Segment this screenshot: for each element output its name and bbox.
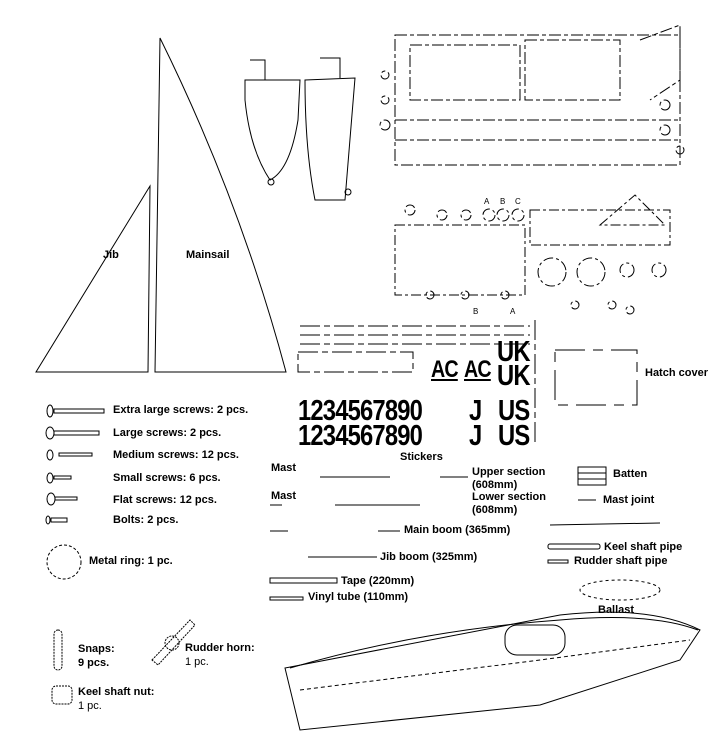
sticker-uk-1: UK [497, 336, 531, 368]
rudder-keel-parts [244, 57, 356, 201]
sticker-ac-1: AC [431, 356, 459, 383]
hatch-cover-shape [554, 349, 638, 406]
hatch-cover-label: Hatch cover [645, 367, 708, 379]
small-part-icons [51, 619, 196, 705]
sticker-us-2: US [498, 420, 530, 452]
sticker-ac-2: AC [464, 356, 492, 383]
bolts-label: Bolts: 2 pcs. [113, 514, 179, 526]
part-letter-b: B [500, 197, 506, 206]
keel-shaft-nut-count: 1 pc. [78, 700, 102, 712]
sticker-uk-2: UK [497, 360, 531, 392]
screw-flat-label: Flat screws: 12 pcs. [113, 494, 217, 506]
sticker-numbers-1: 1234567890 [298, 395, 423, 427]
screw-medium-label: Medium screws: 12 pcs. [113, 449, 239, 461]
stickers-label: Stickers [400, 451, 443, 463]
part-letter-c: C [515, 197, 521, 206]
batten-label: Batten [613, 468, 648, 480]
keel-shaft-nut-label: Keel shaft nut: [78, 686, 155, 698]
keel-shaft-pipe-label: Keel shaft pipe [604, 541, 683, 553]
mast-lower-label: Mast [271, 490, 297, 502]
mast-upper-length: (608mm) [472, 479, 518, 491]
parts-frame-top [379, 24, 685, 166]
mast-upper-section: Upper section [472, 466, 546, 478]
metal-ring-shape [46, 544, 82, 580]
mainsail-label: Mainsail [186, 249, 230, 261]
tape-label: Tape (220mm) [341, 575, 415, 587]
sticker-sheet [297, 320, 536, 445]
jib-sail [35, 184, 151, 373]
jib-boom-label: Jib boom (325mm) [380, 551, 478, 563]
snaps-count: 9 pcs. [78, 657, 110, 669]
rudder-shaft-pipe-label: Rudder shaft pipe [574, 555, 668, 567]
screw-small-label: Small screws: 6 pcs. [113, 472, 221, 484]
snaps-label: Snaps: [78, 643, 115, 655]
metal-ring-label: Metal ring: 1 pc. [89, 555, 173, 567]
jib-label: Jib [103, 249, 119, 261]
part-letter-a: A [484, 197, 490, 206]
screw-large-label: Large screws: 2 pcs. [113, 427, 222, 439]
rudder-horn-label: Rudder horn: [185, 642, 255, 654]
mast-lower-section: Lower section [472, 491, 546, 503]
vinyl-tube-label: Vinyl tube (110mm) [308, 591, 409, 603]
main-boom-label: Main boom (365mm) [404, 524, 511, 536]
sticker-numbers-2: 1234567890 [298, 420, 423, 452]
sticker-j-2: J [469, 420, 482, 452]
ballast-label: Ballast [598, 604, 635, 616]
rudder-horn-count: 1 pc. [185, 656, 209, 668]
sticker-j-1: J [469, 395, 482, 427]
screw-icons [45, 404, 105, 525]
rods [269, 466, 661, 601]
mast-upper-label: Mast [271, 462, 297, 474]
mast-joint-label: Mast joint [603, 494, 655, 506]
hull-shape [284, 611, 701, 731]
part-letter-a2: A [510, 307, 516, 316]
mast-lower-length: (608mm) [472, 504, 518, 516]
parts-frame-middle [394, 194, 671, 315]
sticker-us-1: US [498, 395, 530, 427]
screw-extra-large-label: Extra large screws: 2 pcs. [113, 404, 249, 416]
mainsail [154, 37, 287, 373]
part-letter-b2: B [473, 307, 479, 316]
